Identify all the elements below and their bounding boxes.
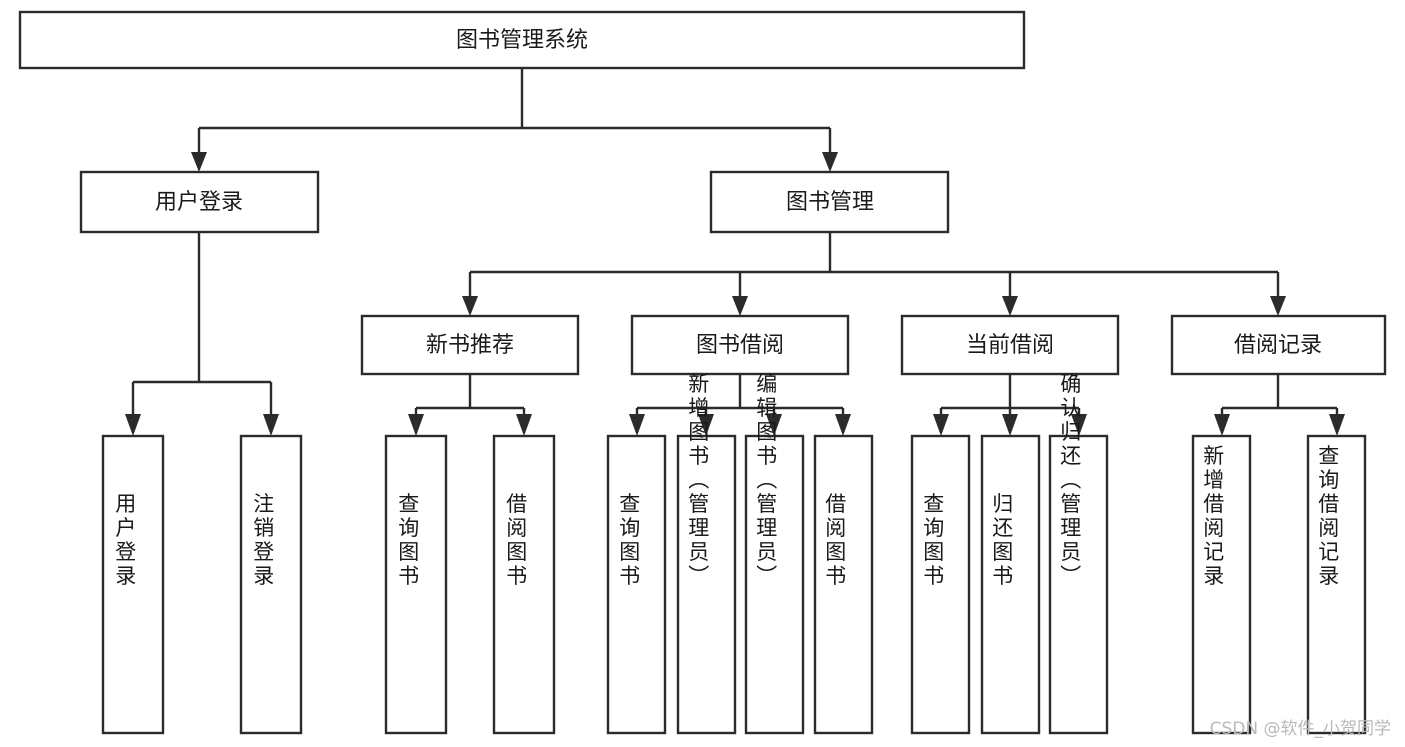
node-leaf-user-login-label: 用户登录 <box>113 493 137 589</box>
arrow-leaf-add-book <box>698 414 714 436</box>
node-leaf-confirm-return[interactable]: 确认归还（管理员） <box>1048 373 1109 735</box>
node-user-login-box[interactable] <box>79 170 320 234</box>
node-leaf-borrow-book-1[interactable]: 借阅图书 <box>492 434 556 735</box>
node-leaf-edit-book[interactable]: 编辑图书（管理员） <box>744 373 805 735</box>
node-leaf-query-book-1-label: 查询图书 <box>396 493 420 589</box>
node-root[interactable]: 图书管理系统 <box>18 10 1026 70</box>
node-leaf-query-record[interactable]: 查询借阅记录 <box>1306 434 1367 735</box>
node-leaf-edit-book-box[interactable] <box>744 434 805 735</box>
node-leaf-query-record-label: 查询借阅记录 <box>1316 445 1340 589</box>
node-leaf-logout-label: 注销登录 <box>251 493 275 589</box>
arrow-book-manage <box>822 152 838 172</box>
node-book-manage[interactable]: 图书管理 <box>709 170 950 234</box>
node-user-login-label: 用户登录 <box>155 190 243 215</box>
arrow-new-book-rec <box>462 296 478 316</box>
node-leaf-borrow-book-2-label: 借阅图书 <box>823 493 847 589</box>
arrow-leaf-query-book-1 <box>408 414 424 436</box>
node-leaf-add-book-label: 新增图书（管理员） <box>686 373 710 589</box>
node-leaf-borrow-book-1-label: 借阅图书 <box>504 493 528 589</box>
arrow-leaf-borrow-book-2 <box>835 414 851 436</box>
node-leaf-logout-box[interactable] <box>239 434 303 735</box>
arrow-leaf-confirm-return <box>1071 414 1087 436</box>
node-root-box[interactable] <box>18 10 1026 70</box>
node-leaf-add-book[interactable]: 新增图书（管理员） <box>676 373 737 735</box>
node-leaf-query-book-3[interactable]: 查询图书 <box>910 434 971 735</box>
node-leaf-return-book-label: 归还图书 <box>990 493 1014 589</box>
node-leaf-query-book-1-box[interactable] <box>384 434 448 735</box>
node-leaf-add-record-label: 新增借阅记录 <box>1201 445 1225 589</box>
node-book-borrow-label: 图书借阅 <box>696 333 784 358</box>
node-leaf-add-record[interactable]: 新增借阅记录 <box>1191 434 1252 735</box>
node-leaf-borrow-book-2-box[interactable] <box>813 434 874 735</box>
csdn-watermark: CSDN @软件_小贺同学 <box>1209 719 1391 739</box>
arrow-book-borrow <box>732 296 748 316</box>
arrow-leaf-query-book-2 <box>629 414 645 436</box>
node-book-manage-label: 图书管理 <box>786 190 874 215</box>
node-book-borrow[interactable]: 图书借阅 <box>630 314 850 376</box>
node-new-book-rec-box[interactable] <box>360 314 580 376</box>
node-leaf-query-book-3-label: 查询图书 <box>921 493 945 589</box>
node-leaf-query-book-2-label: 查询图书 <box>617 493 641 589</box>
node-borrow-record-label: 借阅记录 <box>1234 333 1322 358</box>
node-leaf-return-book-box[interactable] <box>980 434 1041 735</box>
node-current-borrow-label: 当前借阅 <box>966 333 1054 358</box>
node-leaf-add-record-box[interactable] <box>1191 434 1252 735</box>
node-leaf-query-book-2[interactable]: 查询图书 <box>606 434 667 735</box>
arrow-leaf-query-record <box>1329 414 1345 436</box>
node-book-manage-box[interactable] <box>709 170 950 234</box>
node-leaf-query-book-3-box[interactable] <box>910 434 971 735</box>
node-leaf-borrow-book-1-box[interactable] <box>492 434 556 735</box>
arrow-leaf-user-login <box>125 414 141 436</box>
node-new-book-rec-label: 新书推荐 <box>426 333 514 358</box>
node-leaf-user-login[interactable]: 用户登录 <box>101 434 165 735</box>
node-leaf-add-book-box[interactable] <box>676 434 737 735</box>
arrow-user-login <box>191 152 207 172</box>
node-leaf-return-book[interactable]: 归还图书 <box>980 434 1041 735</box>
node-leaf-confirm-return-box[interactable] <box>1048 434 1109 735</box>
connector-layer <box>125 68 1345 436</box>
arrow-current-borrow <box>1002 296 1018 316</box>
node-leaf-edit-book-label: 编辑图书（管理员） <box>754 373 778 589</box>
arrow-leaf-edit-book <box>766 414 782 436</box>
node-borrow-record[interactable]: 借阅记录 <box>1170 314 1387 376</box>
node-leaf-borrow-book-2[interactable]: 借阅图书 <box>813 434 874 735</box>
node-new-book-rec[interactable]: 新书推荐 <box>360 314 580 376</box>
node-borrow-record-box[interactable] <box>1170 314 1387 376</box>
arrow-leaf-query-book-3 <box>933 414 949 436</box>
node-leaf-query-book-2-box[interactable] <box>606 434 667 735</box>
arrow-leaf-return-book <box>1002 414 1018 436</box>
arrow-leaf-add-record <box>1214 414 1230 436</box>
arrow-borrow-record <box>1270 296 1286 316</box>
node-user-login[interactable]: 用户登录 <box>79 170 320 234</box>
node-leaf-query-record-box[interactable] <box>1306 434 1367 735</box>
node-leaf-confirm-return-label: 确认归还（管理员） <box>1058 373 1082 589</box>
node-current-borrow[interactable]: 当前借阅 <box>900 314 1120 376</box>
arrow-leaf-logout <box>263 414 279 436</box>
node-leaf-user-login-box[interactable] <box>101 434 165 735</box>
node-book-borrow-box[interactable] <box>630 314 850 376</box>
node-root-label: 图书管理系统 <box>456 28 588 53</box>
node-leaf-logout[interactable]: 注销登录 <box>239 434 303 735</box>
node-current-borrow-box[interactable] <box>900 314 1120 376</box>
arrow-leaf-borrow-book-1 <box>516 414 532 436</box>
node-leaf-query-book-1[interactable]: 查询图书 <box>384 434 448 735</box>
